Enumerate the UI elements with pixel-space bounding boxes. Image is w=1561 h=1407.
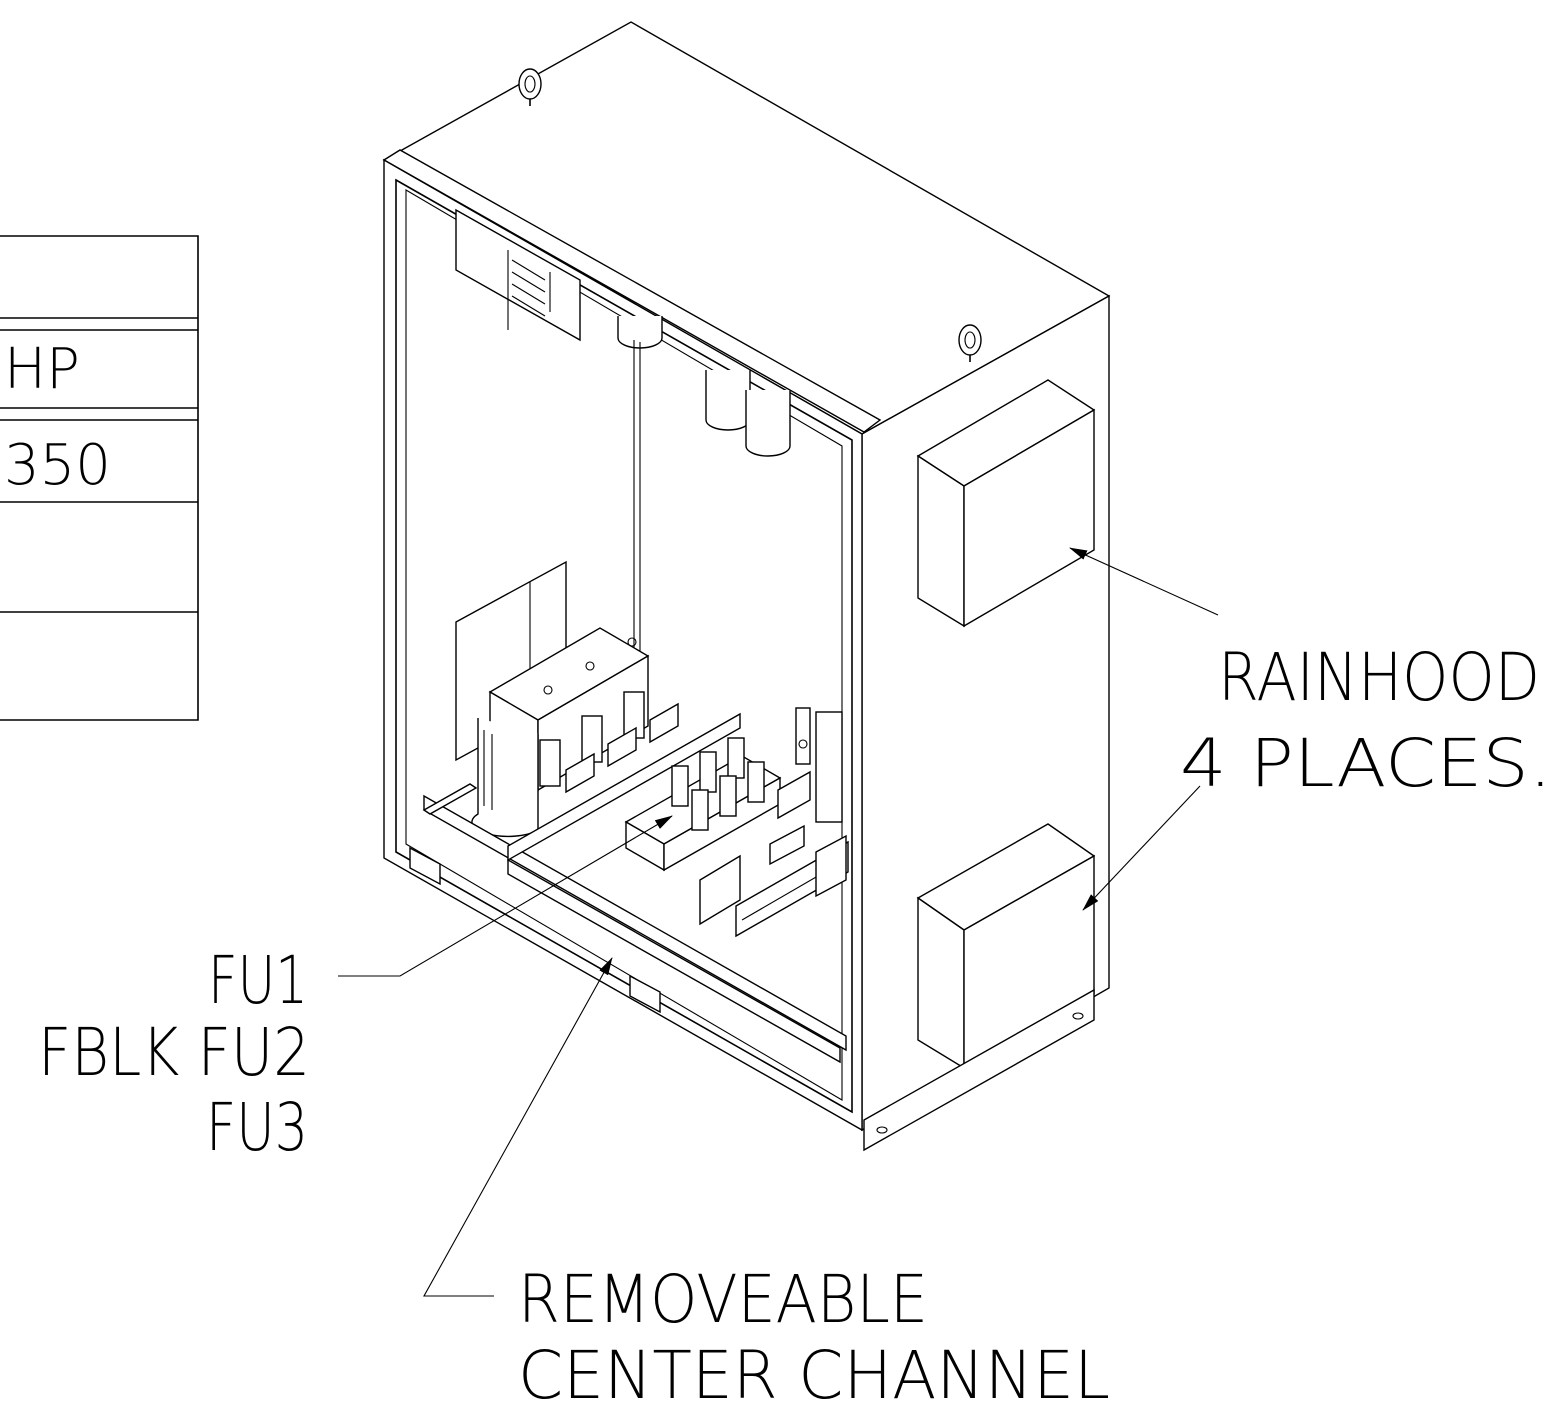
fuse-label-fu1: FU1 — [208, 942, 308, 1019]
spec-table-value-hp: 350 — [4, 433, 111, 498]
rainhood-upper — [916, 379, 1096, 628]
rainhood-lower — [916, 823, 1096, 1070]
mounting-foot-right — [863, 988, 1095, 1152]
mounting-foot-front — [409, 846, 661, 1014]
channel-callout: REMOVEABLE CENTER CHANNEL — [423, 957, 1110, 1407]
rainhood-label: RAINHOOD — [1218, 639, 1540, 716]
control-transformer — [455, 208, 581, 342]
terminal-hardware — [769, 707, 847, 898]
lifting-eye-icon — [958, 324, 982, 362]
fuse-label-fblk-fu2: FBLK FU2 — [38, 1014, 310, 1091]
spec-table: HP 350 — [0, 235, 199, 721]
line-reactor — [471, 627, 679, 838]
fuse-label-fu3: FU3 — [206, 1089, 308, 1166]
spec-table-header-hp: HP — [4, 337, 80, 402]
lifting-eye-icon — [518, 68, 542, 106]
floor-channels — [422, 712, 849, 1064]
capacitor-group — [617, 316, 791, 457]
front-top-rail — [382, 149, 882, 433]
fuse-callout: FU1 FBLK FU2 FU3 — [38, 815, 673, 1166]
rainhood-callout: RAINHOOD 4 PLACES. — [1069, 547, 1552, 911]
rainhood-qty-label: 4 PLACES. — [1180, 725, 1552, 802]
enclosure — [382, 21, 1111, 1152]
channel-label-line1: REMOVEABLE — [518, 1261, 928, 1338]
channel-label-line2: CENTER CHANNEL — [518, 1337, 1110, 1407]
